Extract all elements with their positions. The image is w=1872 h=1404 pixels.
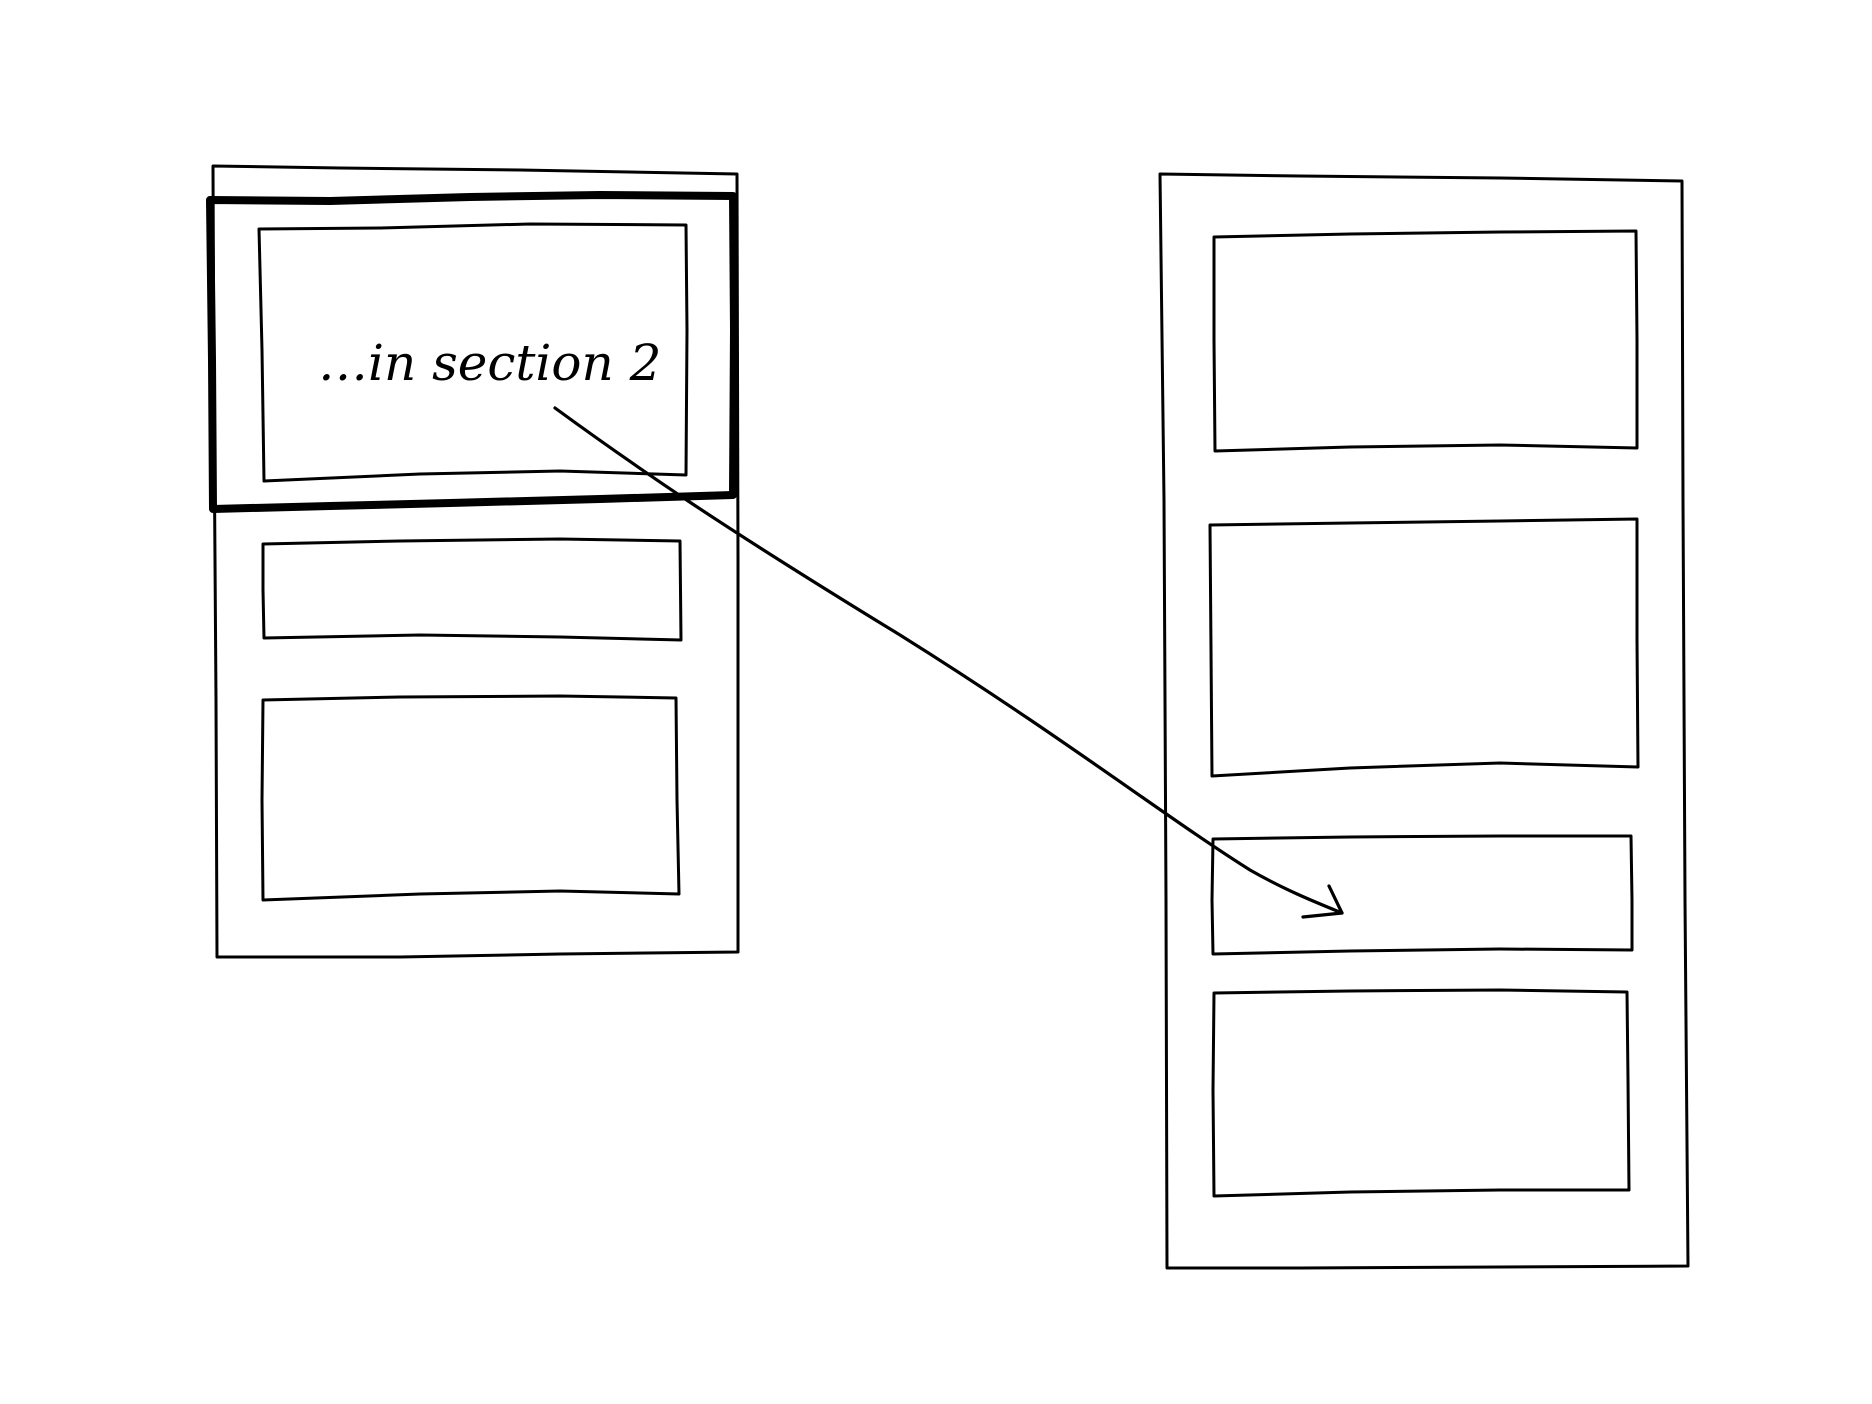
left-highlight-frame — [206, 191, 738, 513]
right-section-box-4 — [1211, 988, 1631, 1198]
section-annotation: …in section 2 — [318, 334, 661, 392]
right-section-box-1 — [1212, 229, 1639, 453]
left-page: …in section 2 — [206, 164, 740, 959]
arrow-head-icon — [1301, 884, 1344, 919]
left-page-frame — [211, 164, 740, 959]
right-section-box-3 — [1210, 834, 1634, 956]
arrow-line — [553, 406, 1344, 915]
right-section-box-2 — [1208, 517, 1640, 778]
arrow-connector — [553, 406, 1344, 919]
left-section-box-2 — [261, 537, 683, 642]
left-section-box-3 — [260, 694, 681, 902]
right-page-frame — [1158, 172, 1690, 1270]
left-section-box-1: …in section 2 — [257, 222, 689, 483]
right-page — [1158, 172, 1690, 1270]
